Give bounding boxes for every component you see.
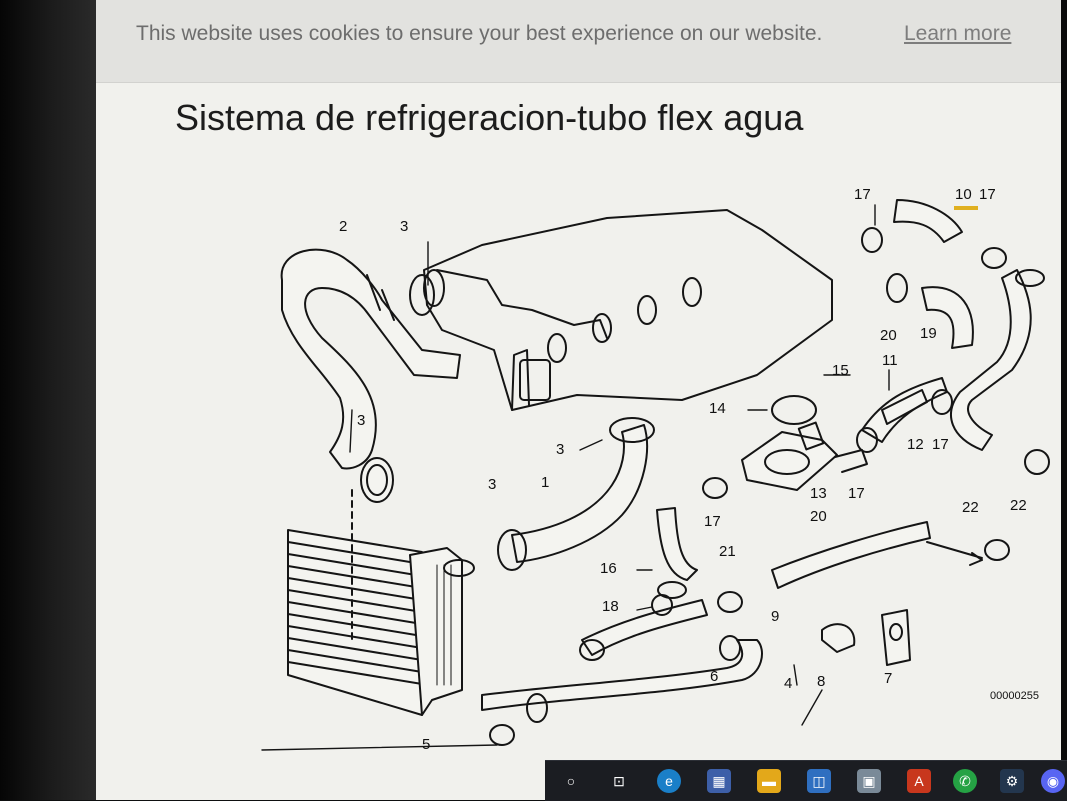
cooling-system-diagram: 17 10 17 2 3 20 19 11 15 3 14 12 17 3 3 … bbox=[182, 170, 1061, 770]
hose-4 bbox=[481, 639, 763, 723]
part-label: 19 bbox=[920, 325, 937, 342]
hose-1 bbox=[497, 417, 655, 571]
hose-right-pipe bbox=[950, 269, 1045, 451]
part-label: 9 bbox=[771, 608, 780, 625]
parts-diagram-drawing bbox=[261, 199, 1050, 751]
part-label: 2 bbox=[339, 218, 348, 235]
engine-block bbox=[423, 209, 833, 411]
part-label: 13 bbox=[810, 485, 827, 502]
clamps bbox=[489, 227, 1050, 746]
clamp-3-left bbox=[360, 457, 394, 503]
part-label: 15 bbox=[832, 362, 849, 379]
edge-icon[interactable]: e bbox=[657, 769, 681, 793]
part-label: 1 bbox=[541, 474, 550, 491]
file-explorer-icon[interactable]: ▬ bbox=[757, 769, 781, 793]
monitor-bezel-right bbox=[1061, 0, 1067, 800]
monitor-bezel bbox=[0, 0, 96, 800]
learn-more-link[interactable]: Learn more bbox=[904, 22, 1012, 45]
part-label: 17 bbox=[848, 485, 865, 502]
browser-viewport: This website uses cookies to ensure your… bbox=[96, 0, 1061, 800]
part-label: 3 bbox=[400, 218, 409, 235]
pipe-lower bbox=[579, 599, 708, 661]
hose-19 bbox=[921, 286, 974, 349]
bracket-8 bbox=[821, 623, 856, 653]
hose-2 bbox=[280, 248, 461, 470]
part-label: 21 bbox=[719, 543, 736, 560]
part-label: 17 bbox=[932, 436, 949, 453]
part-label: 8 bbox=[817, 673, 826, 690]
part-label: 6 bbox=[710, 668, 719, 685]
steam-icon[interactable]: ⚙ bbox=[1000, 769, 1024, 793]
cookie-banner-text: This website uses cookies to ensure your… bbox=[136, 22, 823, 45]
discord-icon[interactable]: ◉ bbox=[1041, 769, 1065, 793]
part-label: 3 bbox=[488, 476, 497, 493]
part-label: 11 bbox=[882, 352, 898, 369]
part-label: 17 bbox=[704, 513, 721, 530]
part-label: 10 bbox=[955, 186, 972, 203]
page-title: Sistema de refrigeracion-tubo flex agua bbox=[175, 97, 804, 138]
task-view-icon[interactable]: ⊡ bbox=[613, 772, 625, 789]
thermostat-housing bbox=[741, 395, 868, 491]
part-label: 3 bbox=[357, 412, 366, 429]
part-label: 17 bbox=[979, 186, 996, 203]
clamp-3-top bbox=[409, 269, 445, 316]
hose-11 bbox=[861, 377, 948, 443]
part-label: 3 bbox=[556, 441, 565, 458]
bracket-7 bbox=[881, 609, 911, 666]
part-label: 20 bbox=[880, 327, 897, 344]
part-10-highlight bbox=[954, 206, 978, 210]
part-label: 14 bbox=[709, 400, 726, 417]
radiator bbox=[287, 489, 475, 716]
leader-lines bbox=[261, 204, 890, 751]
part-label: 16 bbox=[600, 560, 617, 577]
diagram-code: 00000255 bbox=[990, 690, 1039, 702]
part-label: 5 bbox=[422, 736, 431, 753]
part-label: 7 bbox=[884, 670, 893, 687]
calculator-icon[interactable]: ▦ bbox=[707, 769, 731, 793]
hose-20 bbox=[771, 521, 983, 589]
part-label: 22 bbox=[962, 499, 979, 516]
hose-16 bbox=[656, 507, 698, 599]
part-label: 12 bbox=[907, 436, 924, 453]
scanner-icon[interactable]: ▣ bbox=[857, 769, 881, 793]
cookie-banner: This website uses cookies to ensure your… bbox=[96, 0, 1061, 83]
whatsapp-icon[interactable]: ✆ bbox=[953, 769, 977, 793]
part-label: 18 bbox=[602, 598, 619, 615]
windows-taskbar: ○ ⊡ e ▦ ▬ ◫ ▣ A ✆ ⚙ ◉ bbox=[545, 760, 1067, 801]
hose-10 bbox=[893, 199, 963, 243]
store-icon[interactable]: ◫ bbox=[807, 769, 831, 793]
search-icon[interactable]: ○ bbox=[566, 773, 576, 789]
part-label: 17 bbox=[854, 186, 871, 203]
part-label: 22 bbox=[1010, 497, 1027, 514]
part-label: 4 bbox=[784, 675, 793, 692]
autocad-icon[interactable]: A bbox=[907, 769, 931, 793]
part-label: 20 bbox=[810, 508, 827, 525]
